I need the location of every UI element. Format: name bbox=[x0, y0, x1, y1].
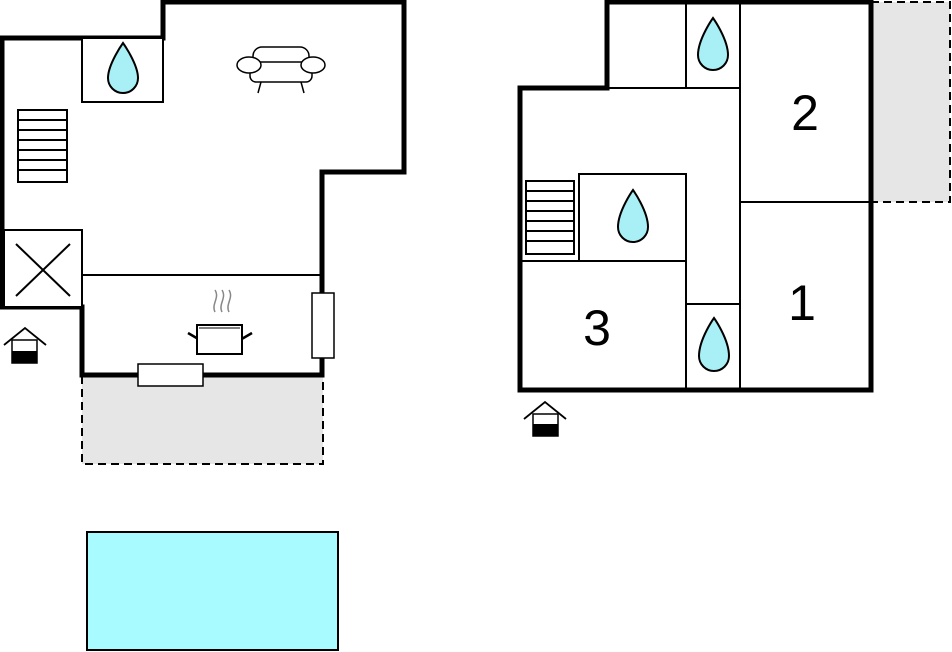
bedroom-3-label: 3 bbox=[583, 300, 611, 356]
exterior-wall bbox=[0, 0, 407, 378]
ground-floor bbox=[0, 0, 407, 465]
cooking-pot-icon bbox=[187, 289, 253, 355]
swimming-pool bbox=[86, 531, 339, 651]
sofa-icon bbox=[236, 46, 326, 94]
stairs-icon bbox=[17, 109, 68, 183]
stairs-icon bbox=[525, 180, 575, 255]
window bbox=[311, 292, 335, 359]
water-drop-icon bbox=[106, 41, 140, 94]
water-drop-icon bbox=[696, 16, 730, 71]
entrance-icon bbox=[3, 326, 47, 364]
balcony bbox=[870, 1, 951, 203]
bedroom-2-label: 2 bbox=[791, 85, 819, 141]
entrance-icon bbox=[523, 400, 567, 437]
window bbox=[137, 363, 204, 387]
water-drop-icon bbox=[616, 188, 650, 243]
utility-cross-icon bbox=[3, 229, 83, 308]
bedroom-1-label: 1 bbox=[788, 275, 816, 331]
terrace bbox=[81, 375, 324, 465]
water-drop-icon bbox=[697, 316, 731, 372]
upper-floor: 2 1 3 bbox=[517, 0, 951, 437]
